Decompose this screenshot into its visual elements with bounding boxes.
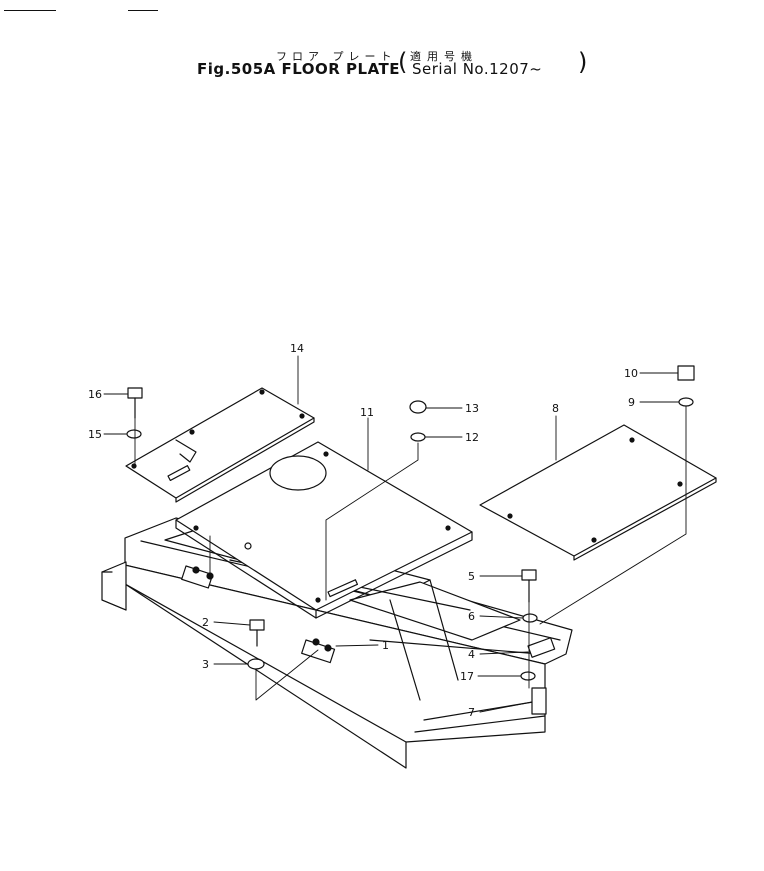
callout-4: 4 [468,648,475,661]
bolt-16 [127,387,143,399]
bolt-hole [315,597,321,603]
bolt-hole [299,413,305,419]
leader-line [479,651,529,655]
title-japanese: フロア プレート [276,50,397,63]
callout-10: 10 [624,367,638,380]
bolt-hole [629,437,635,443]
callout-6: 6 [468,610,475,623]
callout-12: 12 [465,431,479,444]
plate-access-hole [269,455,327,491]
bolt-13 [409,400,427,414]
frame-end-stub [101,561,127,611]
plate-slot [327,579,359,598]
washer-17 [520,671,536,681]
bolt-hole [677,481,683,487]
plate-lip [573,477,717,561]
frame-edge [101,599,127,611]
header-rule-right [128,10,158,11]
bolt-hole [445,525,451,531]
assembly-line [255,649,319,701]
assembly-line [325,442,419,601]
header-rule-left [4,10,56,11]
callout-7: 7 [468,706,475,719]
close-paren: ) [578,48,588,76]
bracket-right [527,637,556,658]
part-11-plate [175,441,473,619]
callout-13: 13 [465,402,479,415]
bolt-hole [259,389,265,395]
frame-edge [369,639,541,655]
bracket-bolt [312,638,320,646]
assembly-lines [134,405,687,701]
callout-9: 9 [628,396,635,409]
plate-cutout [175,439,197,463]
floor-plate-right [479,424,717,557]
leader-line [335,644,379,647]
bolt-hole [193,525,199,531]
callout-15: 15 [88,428,102,441]
frame-cross-member [349,581,521,641]
bolt-5 [521,569,537,581]
frame-edge [429,579,459,681]
callout-8: 8 [552,402,559,415]
fasteners [126,365,695,715]
washer-6 [522,613,538,623]
callout-2: 2 [202,616,209,629]
bracket-bolt [324,644,332,652]
open-paren: ( [398,48,408,76]
leader-line [213,621,251,626]
bolt-2 [249,619,265,631]
leader-line [479,701,533,713]
leader-line [479,615,524,619]
bracket-bolt [192,566,200,574]
bolt-7 [531,687,547,715]
callout-17: 17 [460,670,474,683]
frame-edge [389,599,421,701]
frame-edge [414,715,546,733]
figure-title: Fig.505A FLOOR PLATE [197,60,400,78]
part-8-plate [479,424,717,561]
bolt-hole [323,451,329,457]
plate-slot [167,465,191,482]
callout-11: 11 [360,406,374,419]
washer-9 [678,397,694,407]
frame-edge [124,583,407,743]
assembly-line [539,483,687,625]
leader-lines [103,355,680,713]
plate-stud [244,542,252,550]
serial-range: Serial No.1207~ [412,60,543,78]
plate-lip [175,417,315,503]
bolt-hole [591,537,597,543]
bolt-hole [507,513,513,519]
serial-japanese: 適用号機 [410,50,478,63]
callouts: 16 15 14 11 13 12 8 10 9 5 6 4 17 7 2 3 … [88,342,638,719]
bolt-hole [189,429,195,435]
callout-1: 1 [382,639,389,652]
brackets [181,565,556,664]
bolt-10 [677,365,695,381]
callout-14: 14 [290,342,304,355]
callout-3: 3 [202,658,209,671]
washer-15 [126,429,142,439]
washer-12 [410,432,426,442]
washer-3 [247,658,265,670]
callout-16: 16 [88,388,102,401]
callout-5: 5 [468,570,475,583]
bracket-center [301,639,336,664]
part-14-plate [125,387,315,503]
